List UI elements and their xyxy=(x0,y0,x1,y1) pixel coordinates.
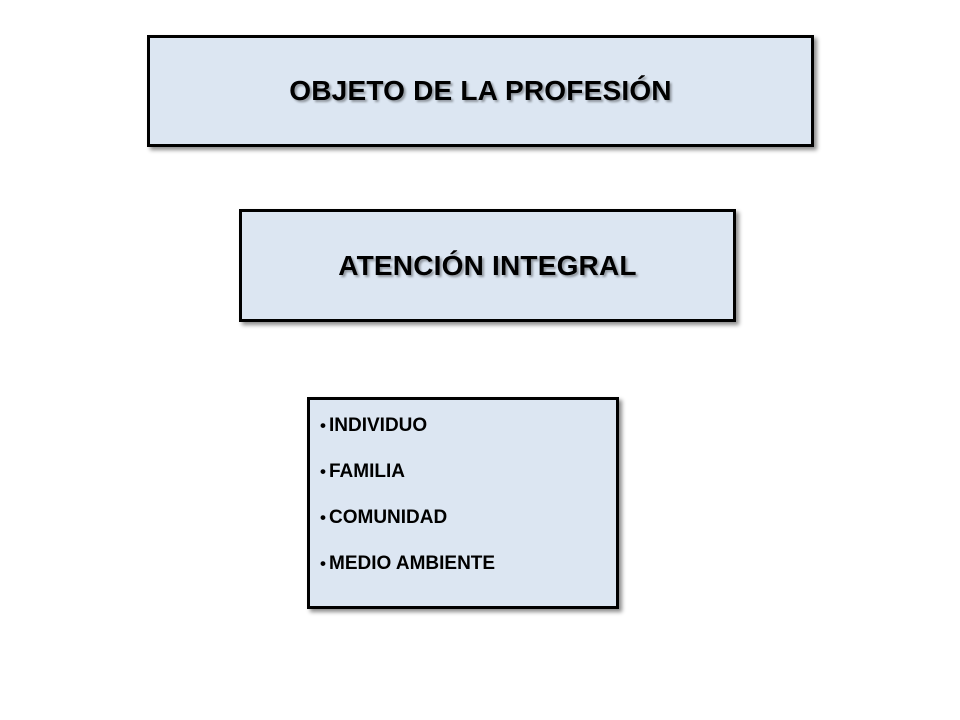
bullet-icon: • xyxy=(320,554,326,573)
subtitle-text: ATENCIÓN INTEGRAL xyxy=(338,249,637,281)
list-item-label: INDIVIDUO xyxy=(329,415,428,436)
list-item: •MEDIO AMBIENTE xyxy=(320,552,606,575)
list-item: •FAMILIA xyxy=(320,460,606,483)
bullet-icon: • xyxy=(320,416,326,435)
bullet-icon: • xyxy=(320,508,326,527)
list-item-label: FAMILIA xyxy=(329,461,405,482)
bullet-icon: • xyxy=(320,462,326,481)
list-item-label: COMUNIDAD xyxy=(329,507,448,528)
title-box: OBJETO DE LA PROFESIÓN xyxy=(147,35,814,147)
subtitle-box: ATENCIÓN INTEGRAL xyxy=(239,209,736,322)
list-item-label: MEDIO AMBIENTE xyxy=(329,553,496,574)
list-item: •INDIVIDUO xyxy=(320,414,606,437)
list-item: •COMUNIDAD xyxy=(320,506,606,529)
bullet-list: •INDIVIDUO •FAMILIA •COMUNIDAD •MEDIO AM… xyxy=(320,414,606,575)
title-text: OBJETO DE LA PROFESIÓN xyxy=(289,75,672,106)
list-box: •INDIVIDUO •FAMILIA •COMUNIDAD •MEDIO AM… xyxy=(307,397,619,609)
